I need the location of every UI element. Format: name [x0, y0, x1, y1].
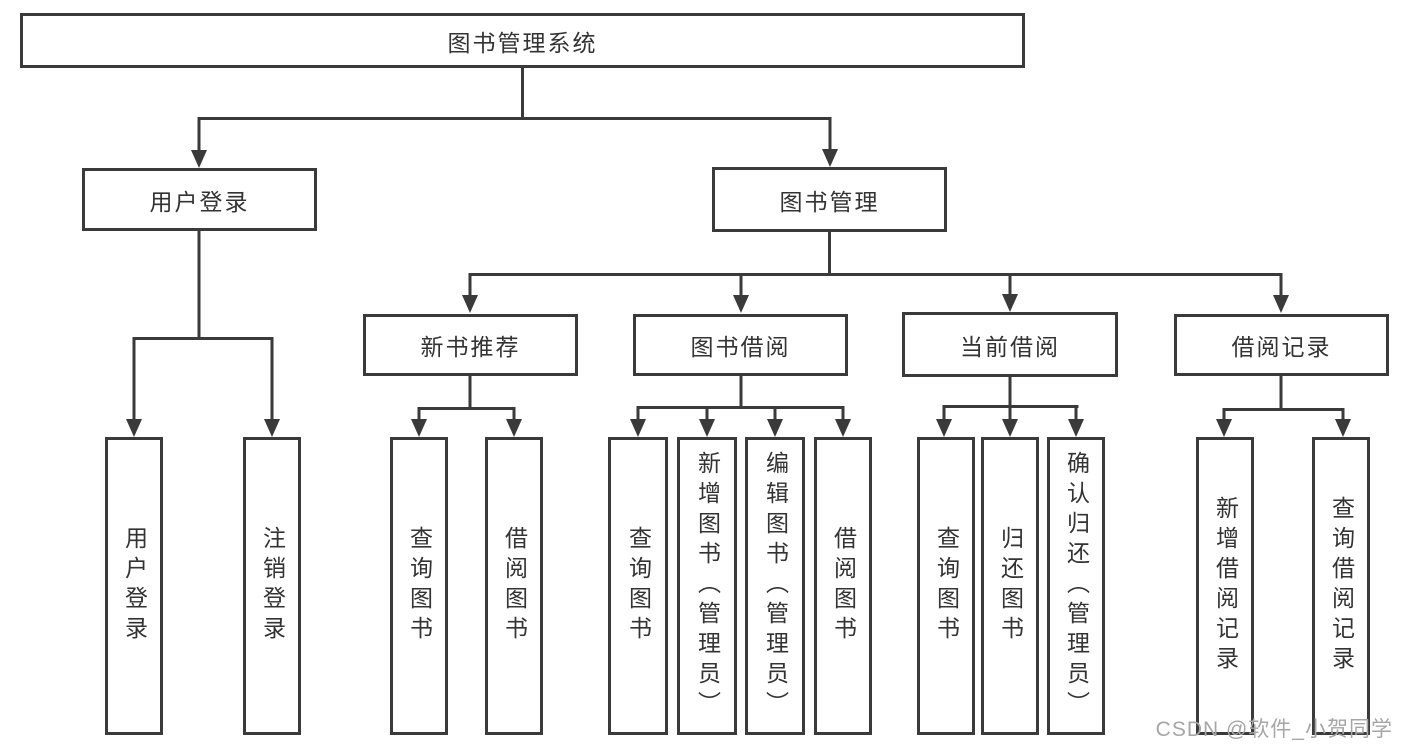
- node-user-login: 用户登录: [82, 168, 317, 231]
- node-label: 查询图书: [406, 526, 433, 646]
- node-current-borrowing: 当前借阅: [902, 312, 1118, 377]
- node-add-borrow-record: 新增借阅记录: [1196, 437, 1254, 735]
- node-label: 新增借阅记录: [1212, 496, 1239, 676]
- node-confirm-return-admin: 确认归还（管理员）: [1047, 437, 1105, 735]
- node-label: 注销登录: [259, 526, 286, 646]
- node-label: 借阅图书: [501, 526, 528, 646]
- node-new-book-recommendation: 新书推荐: [363, 314, 578, 376]
- node-label: 查询图书: [933, 526, 960, 646]
- node-book-borrowing: 图书借阅: [633, 314, 848, 376]
- node-logout-leaf: 注销登录: [243, 437, 301, 735]
- node-label: 用户登录: [149, 188, 250, 215]
- node-query-books-current: 查询图书: [917, 437, 975, 735]
- node-query-borrow-record: 查询借阅记录: [1312, 437, 1370, 735]
- node-label: 借阅图书: [830, 526, 857, 646]
- node-book-management: 图书管理: [712, 167, 947, 232]
- node-borrowing-records: 借阅记录: [1174, 314, 1389, 376]
- node-borrow-books-recommend: 借阅图书: [485, 437, 543, 735]
- node-library-management-system: 图书管理系统: [20, 13, 1025, 68]
- node-edit-books-admin: 编辑图书（管理员）: [745, 437, 805, 735]
- node-user-login-leaf: 用户登录: [105, 437, 163, 735]
- node-label: 确认归还（管理员）: [1063, 451, 1090, 721]
- arrowheads: [126, 149, 1351, 437]
- node-label: 用户登录: [121, 526, 148, 646]
- node-add-books-admin: 新增图书（管理员）: [677, 437, 737, 735]
- node-query-books-recommend: 查询图书: [390, 437, 448, 735]
- node-label: 查询借阅记录: [1328, 496, 1355, 676]
- node-label: 新书推荐: [420, 334, 521, 360]
- node-label: 当前借阅: [960, 333, 1060, 360]
- csdn-watermark: CSDN @软件_小贺同学: [1155, 718, 1393, 741]
- node-label: 图书管理系统: [447, 29, 598, 56]
- node-label: 新增图书（管理员）: [694, 451, 721, 721]
- node-label: 归还图书: [997, 526, 1024, 646]
- node-borrow-books-leaf: 借阅图书: [814, 437, 872, 735]
- node-label: 编辑图书（管理员）: [762, 451, 789, 721]
- node-query-books-borrowing: 查询图书: [608, 437, 668, 735]
- node-label: 图书管理: [779, 188, 880, 215]
- node-label: 借阅记录: [1231, 334, 1332, 360]
- node-return-books: 归还图书: [981, 437, 1039, 735]
- node-label: 图书借阅: [690, 334, 791, 360]
- node-label: 查询图书: [625, 526, 652, 646]
